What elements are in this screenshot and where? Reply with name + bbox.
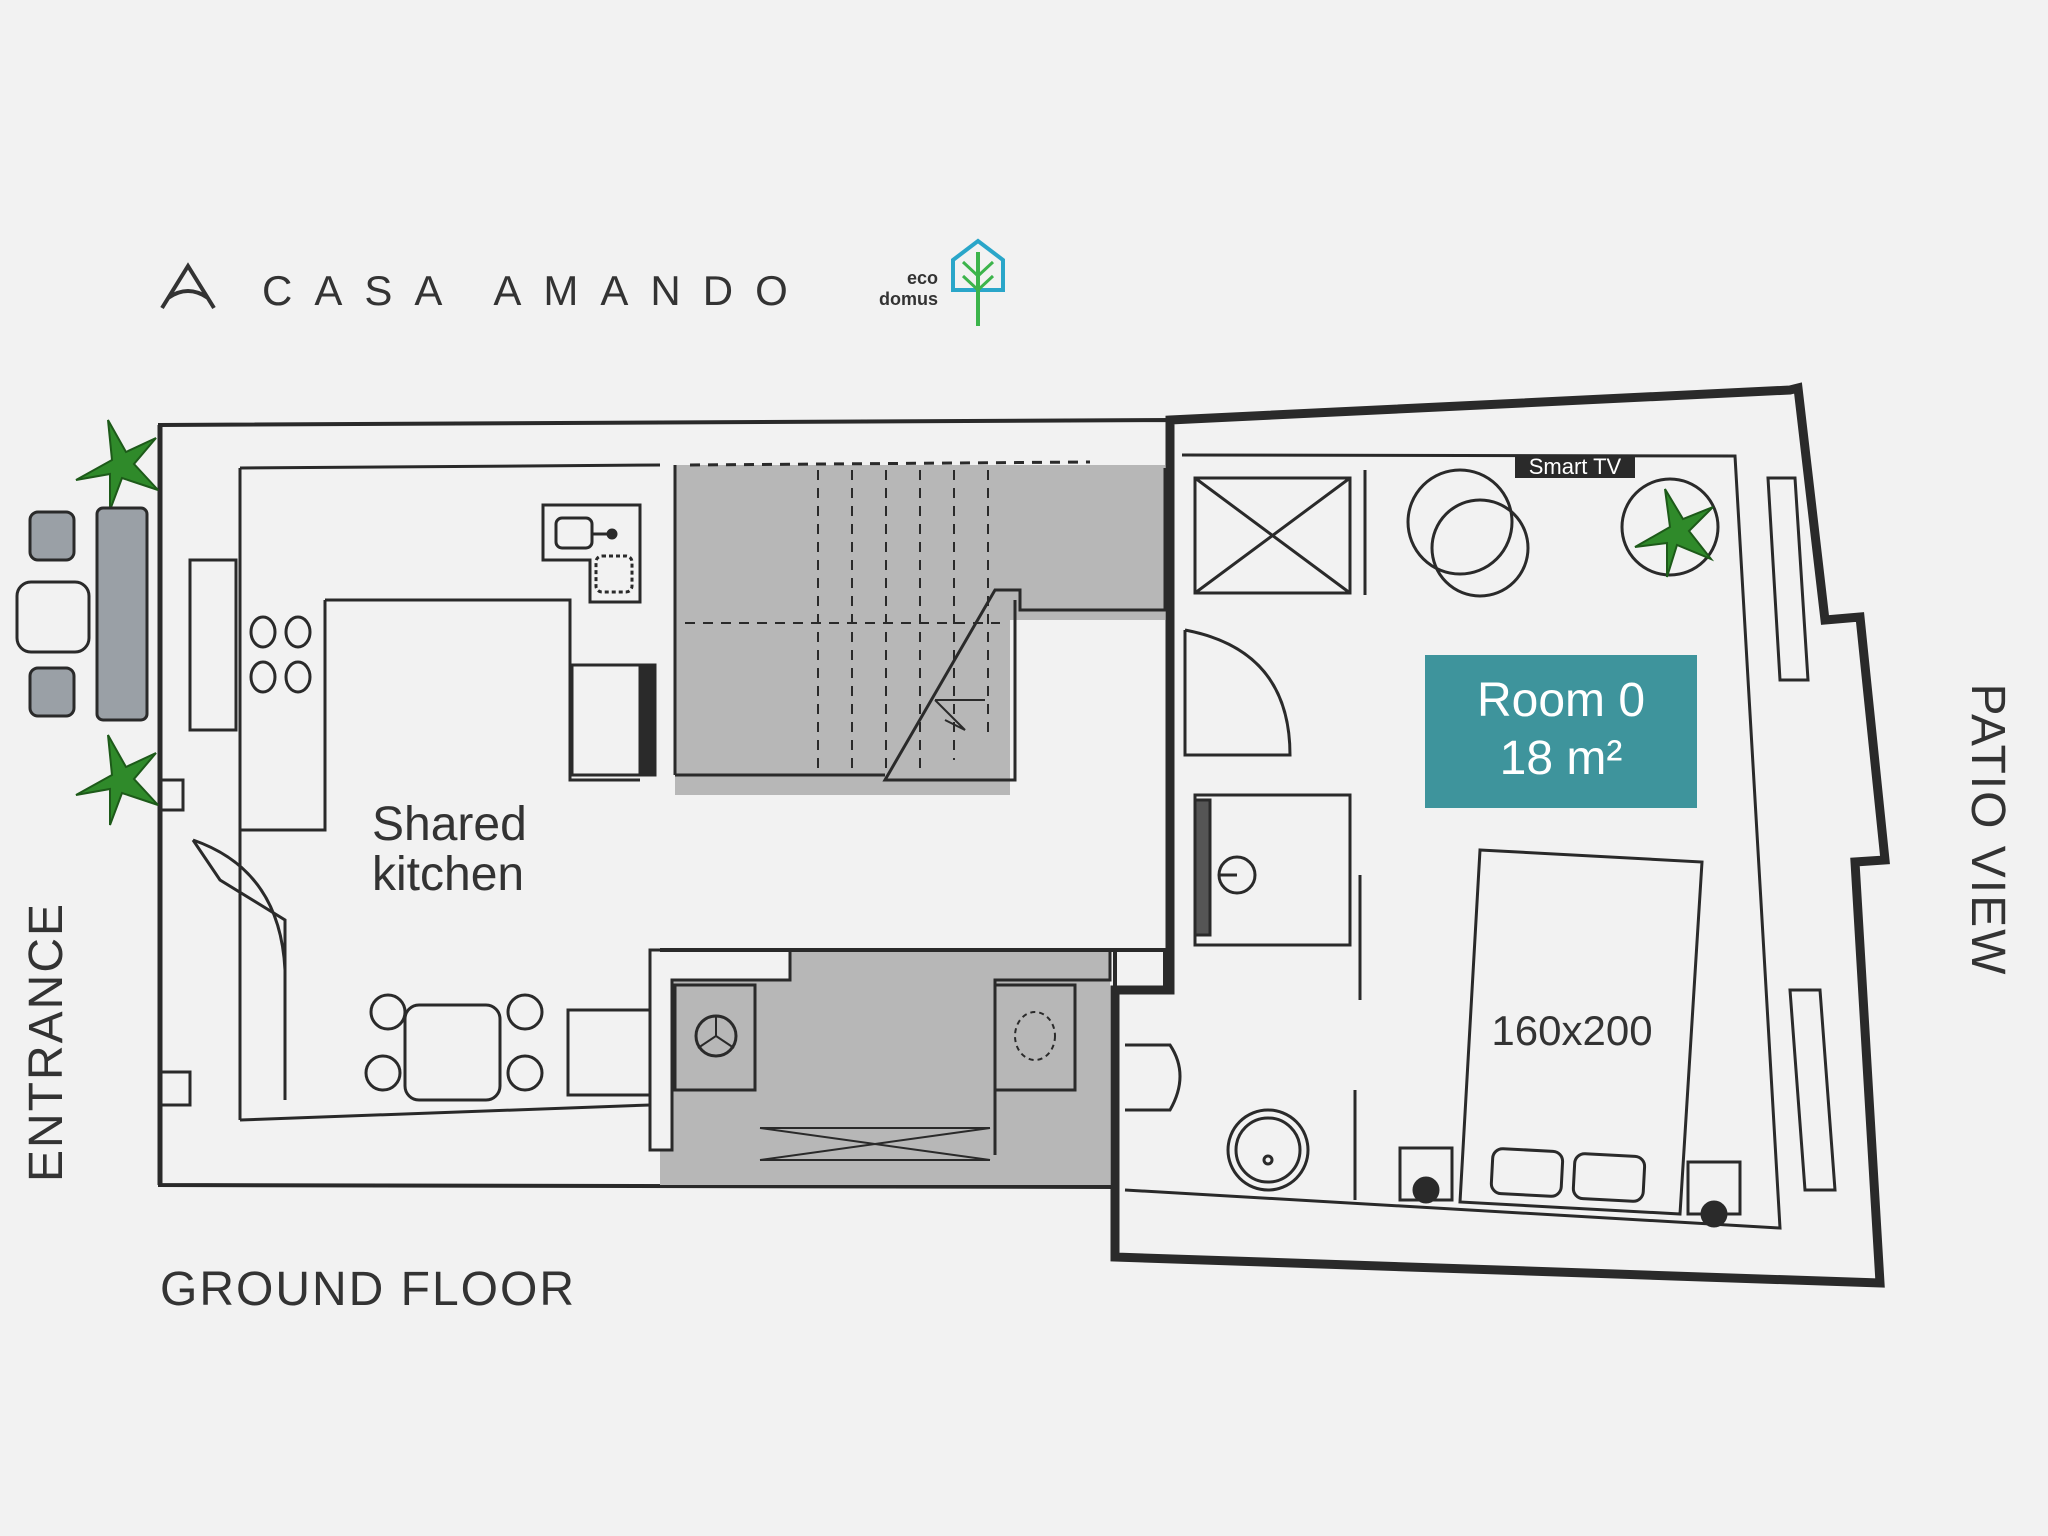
room-badge-background (1425, 655, 1697, 808)
eco-domus-logo-icon (951, 238, 1005, 326)
kitchen-sink (541, 503, 657, 777)
domus-label: domus (879, 289, 938, 309)
kitchen-label-line1: Shared (372, 798, 527, 851)
outdoor-seating (15, 506, 149, 722)
entrance-plant-bottom-icon (75, 734, 159, 826)
bed-size-label: 160x200 (1491, 1007, 1652, 1054)
room-name: Room 0 (1477, 674, 1645, 727)
patio-view-label: PATIO VIEW (1961, 684, 2014, 977)
toilet-sink (1125, 1043, 1357, 1200)
entrance-plant-top-icon (75, 419, 159, 511)
bed (1398, 848, 1742, 1228)
eco-label: eco (907, 268, 938, 288)
casa-amando-logo-icon (160, 262, 216, 310)
round-table (1406, 468, 1530, 598)
kitchen-label-line2: kitchen (372, 848, 524, 901)
smart-tv-label: Smart TV (1529, 454, 1622, 479)
brand-header: CASA AMANDO eco domus (160, 238, 1005, 326)
smart-tv (1515, 456, 1635, 478)
staircase-upper (673, 460, 1167, 795)
floor-label: GROUND FLOOR (160, 1263, 576, 1316)
windows (1766, 476, 1837, 1192)
room-badge: Room 0 18 m² (1425, 655, 1697, 808)
dining-table (364, 993, 652, 1102)
wardrobe (1193, 470, 1367, 595)
room-area: 18 m² (1500, 732, 1623, 785)
staircase-lower (648, 948, 1167, 1185)
stove-burners (249, 615, 312, 694)
entrance-label: ENTRANCE (20, 902, 73, 1182)
kitchen-inner-walls (160, 463, 661, 1122)
shower (1193, 793, 1362, 1000)
brand-name: CASA AMANDO (262, 267, 810, 314)
plant-icon (1620, 477, 1720, 578)
door-swing (1183, 628, 1292, 757)
